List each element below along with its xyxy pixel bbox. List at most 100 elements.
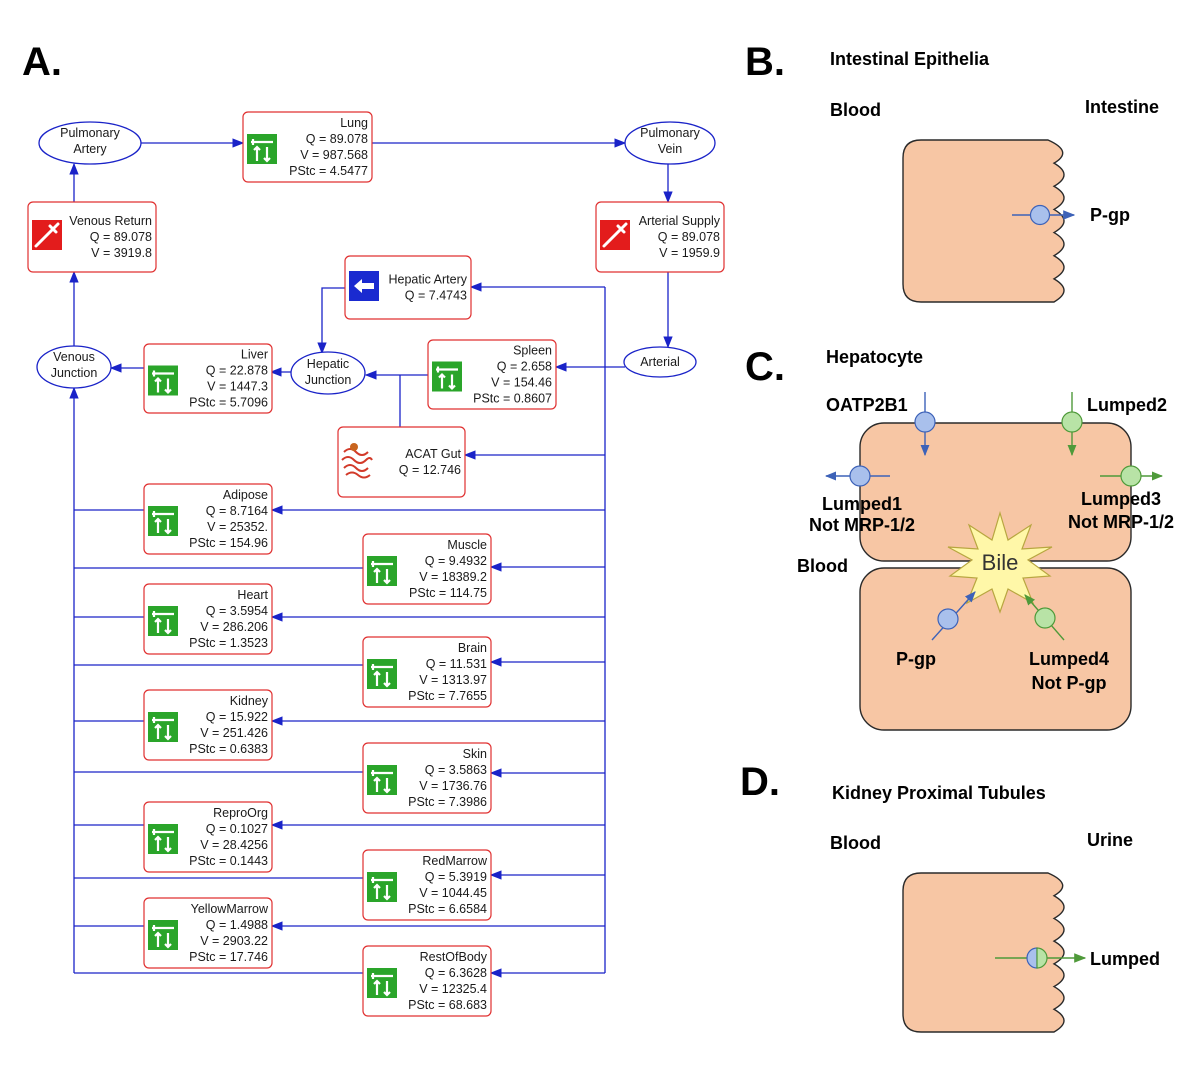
- panel-a-letter: A.: [22, 40, 62, 84]
- lumped1-transporter-icon: [849, 465, 871, 487]
- compartment-line: PStc = 6.6584: [408, 902, 487, 916]
- compartment-adipose[interactable]: Adipose Q = 8.7164 V = 25352. PStc = 154.96: [143, 483, 273, 555]
- compartment-line: V = 25352.: [207, 520, 268, 534]
- lumped3-transporter-icon: [1120, 465, 1142, 487]
- tissue-icon: [247, 134, 277, 164]
- compartment-line: RestOfBody: [420, 950, 488, 964]
- flow-network: [69, 138, 673, 978]
- compartment-line: Hepatic Artery: [388, 273, 467, 287]
- compartment-arterialsupply[interactable]: Arterial Supply Q = 89.078 V = 1959.9: [595, 201, 725, 273]
- oval-pulmonary-vein: Pulmonary Vein: [624, 121, 716, 165]
- compartment-line: Q = 5.3919: [425, 870, 487, 884]
- panel-d-urine-label: Urine: [1087, 830, 1133, 850]
- compartment-line: V = 1959.9: [659, 246, 720, 260]
- oval-label: Hepatic: [307, 357, 349, 371]
- compartment-line: V = 251.426: [200, 726, 268, 740]
- tissue-icon: [367, 765, 397, 795]
- compartment-line: Adipose: [223, 488, 268, 502]
- lumped-kidney-transporter-icon: [1026, 947, 1048, 969]
- compartment-line: Liver: [241, 348, 268, 362]
- compartment-gut[interactable]: ACAT Gut Q = 12.746: [337, 426, 466, 498]
- compartment-line: Spleen: [513, 344, 552, 358]
- lumped2-label: Lumped2: [1087, 395, 1167, 415]
- tissue-icon: [148, 506, 178, 536]
- tissue-icon: [148, 920, 178, 950]
- oatp-transporter-icon: [914, 411, 936, 433]
- compartment-line: Heart: [237, 588, 268, 602]
- compartment-line: Q = 8.7164: [206, 504, 268, 518]
- pgp-label: P-gp: [1090, 205, 1130, 225]
- compartment-line: V = 3919.8: [91, 246, 152, 260]
- compartment-line: Arterial Supply: [639, 214, 721, 228]
- tissue-icon: [148, 712, 178, 742]
- panel-b-letter: B.: [745, 40, 785, 84]
- compartment-line: Q = 89.078: [90, 230, 152, 244]
- oval-label: Pulmonary: [60, 126, 120, 140]
- compartment-line: PStc = 7.7655: [408, 689, 487, 703]
- compartment-line: Q = 89.078: [306, 132, 368, 146]
- panel-c: Hepatocyte Bile OATP2B1 Lumped2 Lumped1 …: [797, 347, 1174, 731]
- lumped4-note: Not P-gp: [1032, 673, 1107, 693]
- compartment-line: Q = 2.658: [497, 360, 552, 374]
- compartment-line: Q = 7.4743: [405, 289, 467, 303]
- lumped1-note: Not MRP-1/2: [809, 515, 915, 535]
- panel-d: Kidney Proximal Tubules Blood Urine Lump…: [830, 783, 1160, 1033]
- oval-label: Artery: [73, 142, 107, 156]
- compartment-line: Q = 3.5863: [425, 763, 487, 777]
- lumped4-transporter-icon: [1034, 607, 1056, 629]
- compartment-line: Muscle: [447, 538, 487, 552]
- compartment-line: PStc = 17.746: [189, 950, 268, 964]
- oval-hepatic-junction: Hepatic Junction: [290, 351, 366, 395]
- compartment-line: Lung: [340, 116, 368, 130]
- lumped2-transporter-icon: [1061, 411, 1083, 433]
- compartment-line: PStc = 154.96: [189, 536, 268, 550]
- lumped4-label: Lumped4: [1029, 649, 1109, 669]
- panel-b-intestine-label: Intestine: [1085, 97, 1159, 117]
- panel-c-letter: C.: [745, 345, 785, 389]
- panel-b: Intestinal Epithelia Blood Intestine P-g…: [830, 49, 1159, 303]
- compartment-line: Venous Return: [69, 214, 152, 228]
- compartment-line: PStc = 0.6383: [189, 742, 268, 756]
- compartment-line: V = 28.4256: [200, 838, 268, 852]
- compartment-venous[interactable]: Venous Return Q = 89.078 V = 3919.8: [27, 201, 157, 273]
- panel-d-title: Kidney Proximal Tubules: [832, 783, 1046, 803]
- compartment-line: V = 1447.3: [207, 380, 268, 394]
- lumped1-label: Lumped1: [822, 494, 902, 514]
- compartment-line: PStc = 0.1443: [189, 854, 268, 868]
- compartment-line: Q = 22.878: [206, 364, 268, 378]
- compartment-line: Q = 12.746: [399, 463, 461, 477]
- compartment-hepart[interactable]: Hepatic Artery Q = 7.4743: [344, 255, 472, 320]
- oval-pulmonary-artery: Pulmonary Artery: [38, 121, 142, 165]
- compartment-line: YellowMarrow: [191, 902, 269, 916]
- compartment-line: V = 1313.97: [419, 673, 487, 687]
- panel-c-title: Hepatocyte: [826, 347, 923, 367]
- tissue-icon: [148, 824, 178, 854]
- kidney-tubule-cell: [902, 872, 1065, 1033]
- oval-label: Vein: [658, 142, 682, 156]
- compartment-line: Q = 1.4988: [206, 918, 268, 932]
- pgp-bile-label: P-gp: [896, 649, 936, 669]
- compartment-line: PStc = 0.8607: [473, 392, 552, 406]
- compartment-line: Q = 89.078: [658, 230, 720, 244]
- compartment-line: ACAT Gut: [405, 447, 461, 461]
- lumped3-note: Not MRP-1/2: [1068, 512, 1174, 532]
- compartment-line: ReproOrg: [213, 806, 268, 820]
- compartment-line: PStc = 68.683: [408, 998, 487, 1012]
- oatp-label: OATP2B1: [826, 395, 908, 415]
- pgp-bile-transporter-icon: [937, 608, 959, 630]
- compartment-line: Q = 11.531: [426, 657, 487, 671]
